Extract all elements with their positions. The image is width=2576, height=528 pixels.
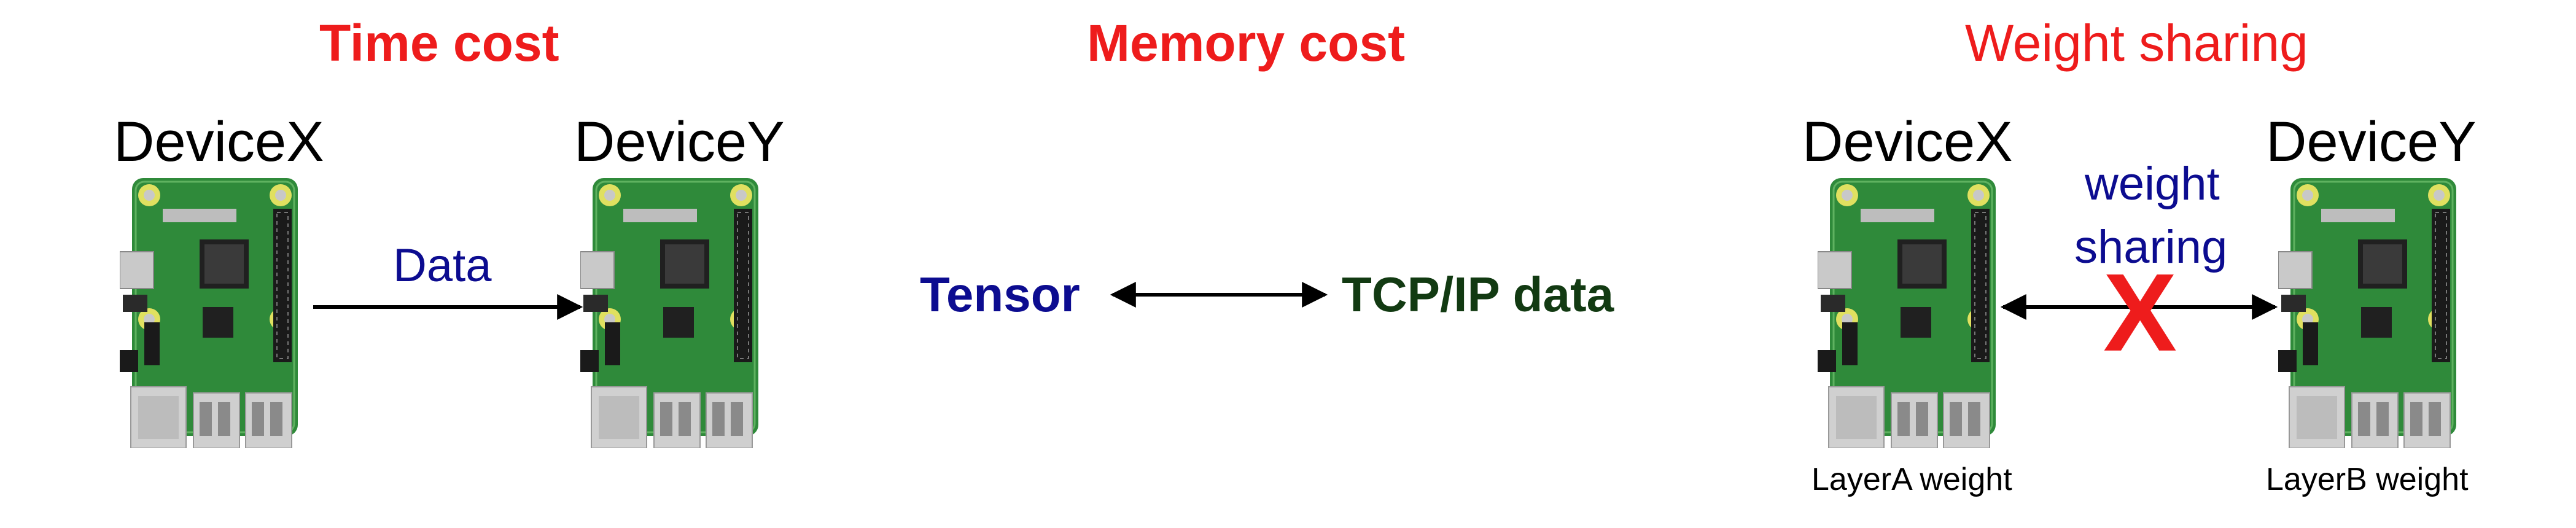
- weight-sharing-device-x-label: DeviceX: [1802, 111, 2013, 173]
- memory-cost-title: Memory cost: [1087, 14, 1406, 72]
- tcp-ip-data-label: TCP/IP data: [1342, 267, 1614, 322]
- layer-a-weight-label: LayerA weight: [1811, 462, 2012, 497]
- data-arrow-label: Data: [393, 239, 492, 292]
- red-x-icon: X: [2103, 251, 2177, 375]
- time-cost-device-x-label: DeviceX: [114, 111, 324, 173]
- time-cost-title: Time cost: [319, 14, 559, 72]
- weight-sharing-label-line2: sharing: [2074, 221, 2228, 273]
- time-cost-device-y-label: DeviceY: [574, 111, 785, 173]
- weight-sharing-title: Weight sharing: [1965, 14, 2308, 72]
- weight-sharing-device-y-label: DeviceY: [2266, 111, 2477, 173]
- layer-b-weight-label: LayerB weight: [2266, 462, 2469, 497]
- weight-sharing-label-line1: weight: [2085, 158, 2220, 210]
- tensor-label: Tensor: [920, 267, 1080, 322]
